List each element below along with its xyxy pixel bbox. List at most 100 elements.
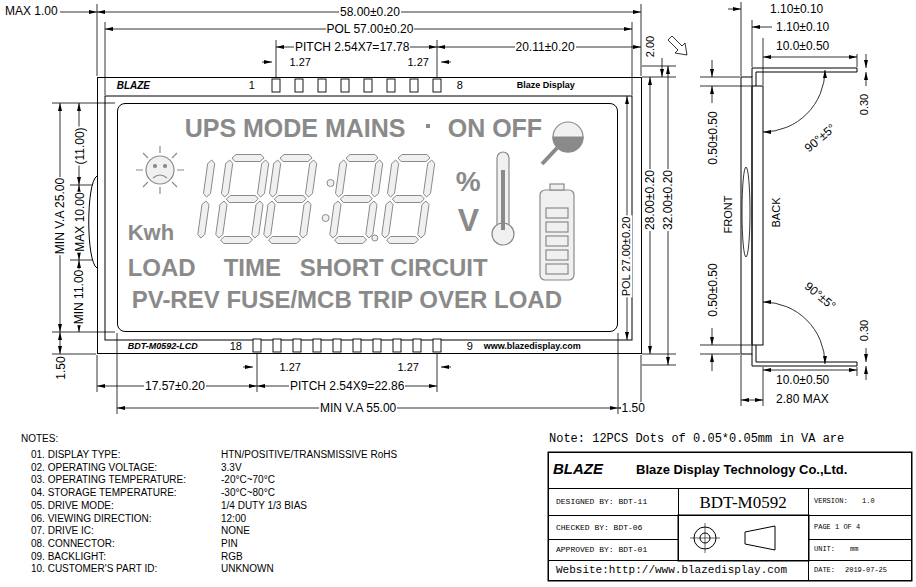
side-view — [752, 345, 857, 366]
title-block-frame — [548, 452, 912, 581]
note-text: 10. CUSTOMER'S PART ID: — [30, 564, 158, 574]
extension-line — [642, 66, 676, 365]
note-text: 3.3V — [220, 463, 243, 473]
dimension-text: MAX 1.00 — [4, 5, 59, 17]
extension-line — [97, 333, 641, 414]
lcd-segment-text: Kwh — [128, 222, 174, 244]
dimension-line — [763, 302, 825, 364]
lcd-icon — [136, 122, 583, 280]
title-text: DESIGNED BY: BDT-11 — [556, 498, 647, 506]
pin — [313, 339, 321, 352]
dimension-text: 2.00 — [645, 34, 656, 57]
pin — [433, 339, 441, 352]
note-text: 06. VIEWING DIRECTION: — [30, 514, 153, 524]
dimension-text: MIN V.A 55.00 — [319, 402, 397, 414]
pin — [272, 79, 280, 92]
title-cell: CHECKED BY: BDT-06 — [548, 515, 679, 540]
seven-segment-digit — [264, 201, 275, 238]
dimension-text: 1.27 — [407, 57, 430, 68]
dimension-line — [763, 370, 857, 371]
note-text: 12:00 — [220, 514, 247, 524]
seven-segment-digit — [232, 155, 264, 162]
lcd-icon — [136, 146, 184, 194]
title-cell: PAGE 1 OF 4 — [808, 515, 912, 540]
lcd-icon — [550, 184, 564, 190]
lcd-segment-text: ON OFF — [448, 116, 542, 141]
title-block-frame — [745, 526, 775, 550]
glass-print: BLAZE — [117, 81, 150, 91]
seven-segment-digit — [258, 160, 269, 197]
title-text: 2019-07-25 — [845, 567, 887, 574]
title-text: VERSION: — [814, 498, 848, 505]
dimension-text: (11.00) — [73, 126, 85, 165]
lcd-icon — [154, 165, 157, 168]
seven-segment-digit — [340, 196, 372, 203]
seven-segment-digit — [346, 155, 378, 162]
note-text: 08. CONNECTOR: — [30, 539, 116, 549]
title-cell: DESIGNED BY: BDT-11 — [548, 488, 679, 516]
side-view — [752, 68, 857, 86]
seven-segment-digit — [330, 201, 341, 238]
view-arrow-icon — [668, 36, 687, 55]
title-text: PAGE 1 OF 4 — [814, 524, 860, 531]
dimension-text: 1.10±0.10 — [775, 21, 830, 33]
leader-arrow — [662, 58, 663, 77]
note-text: 09. BACKLIGHT: — [30, 552, 107, 562]
lcd-outline — [105, 96, 632, 340]
side-view — [741, 77, 752, 354]
note-text: 04. STORAGE TEMPERATURE: — [30, 488, 178, 498]
pin — [410, 79, 418, 92]
pin — [333, 339, 341, 352]
glass-print: www.blazedisplay.com — [484, 342, 581, 351]
note-text: NONE — [220, 526, 251, 536]
title-block-frame — [690, 523, 720, 553]
dimension-text: 1.10±0.10 — [769, 3, 824, 15]
company-name: Blaze Display Technology Co.,Ltd. — [636, 463, 847, 476]
seven-segment-digit — [198, 155, 435, 244]
seven-segment-digit — [392, 196, 424, 203]
pin — [387, 79, 395, 92]
dimension-text: 1.50 — [621, 402, 646, 414]
title-text: APPROVED BY: BDT-01 — [556, 546, 647, 554]
dimension-text: 28.00±0.20 — [644, 169, 656, 231]
dimension-text: FRONT — [723, 194, 734, 234]
pin — [364, 79, 372, 92]
seven-segment-digit — [221, 237, 253, 244]
note-text: UNKNOWN — [220, 564, 275, 574]
leader-arrow — [712, 328, 713, 345]
leader-arrow — [866, 72, 867, 86]
seven-segment-digit — [198, 201, 209, 238]
lcd-segment-text: % — [456, 168, 481, 196]
lcd-segment-text: SHORT CIRCUIT — [300, 256, 488, 280]
glass-print: 9 — [467, 341, 473, 352]
lcd-segment-text: LOAD — [128, 256, 196, 280]
side-view — [742, 167, 750, 257]
title-text: CHECKED BY: BDT-06 — [556, 524, 642, 532]
seven-segment-digit — [270, 160, 281, 197]
seven-segment-digit — [204, 160, 215, 197]
seven-segment-digit — [388, 160, 399, 197]
title-block-frame — [548, 452, 912, 581]
title-text: UNIT: — [814, 546, 835, 553]
dimension-line — [763, 70, 825, 132]
seven-segment-digit — [366, 201, 377, 238]
lcd-icon — [164, 165, 167, 168]
lcd-segment-text: TIME — [224, 256, 281, 280]
lcd-icon — [546, 222, 568, 232]
leader-arrow — [712, 354, 713, 371]
seven-segment-digit — [372, 235, 378, 241]
dimension-line — [60, 12, 857, 408]
dimension-text: BACK — [771, 196, 782, 228]
extension-line — [700, 2, 857, 406]
dimension-text: 0.50±0.50 — [706, 110, 718, 165]
seven-segment-digit — [424, 160, 435, 197]
pin — [353, 339, 361, 352]
website-text: Website:http://www.blazedisplay.com — [556, 565, 787, 576]
title-text: mm — [850, 546, 858, 553]
viewing-area: UPS MODE MAINSON OFF%VKwhLOADTIMESHORT C… — [117, 103, 618, 332]
leader-arrow — [728, 9, 741, 10]
pin — [433, 79, 441, 92]
seven-segment-digit — [216, 201, 227, 238]
dimension-line — [60, 332, 61, 354]
title-cell: UNIT: mm — [808, 539, 912, 561]
